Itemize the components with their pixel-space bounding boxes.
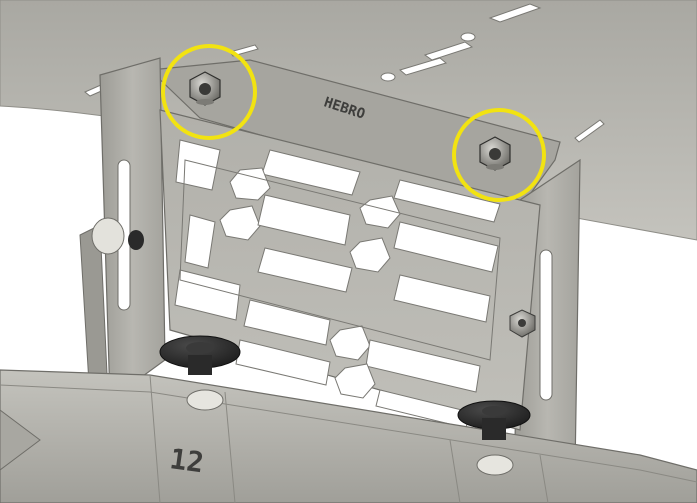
right-top-nut <box>479 136 511 171</box>
right-thumb-knob <box>457 400 531 440</box>
highlight-circles <box>161 44 546 202</box>
bottom-plate-number: 12 <box>168 442 206 479</box>
right-side-nut <box>509 309 536 338</box>
left-bracket <box>79 57 166 402</box>
left-side-bolt <box>91 217 144 255</box>
left-thumb-knob <box>159 335 241 375</box>
perforated-plate <box>159 109 541 431</box>
highlight-circle-left <box>161 44 257 140</box>
left-top-nut <box>189 71 221 106</box>
bottom-frame: 12 <box>0 369 697 503</box>
highlight-circle-right <box>452 108 546 202</box>
